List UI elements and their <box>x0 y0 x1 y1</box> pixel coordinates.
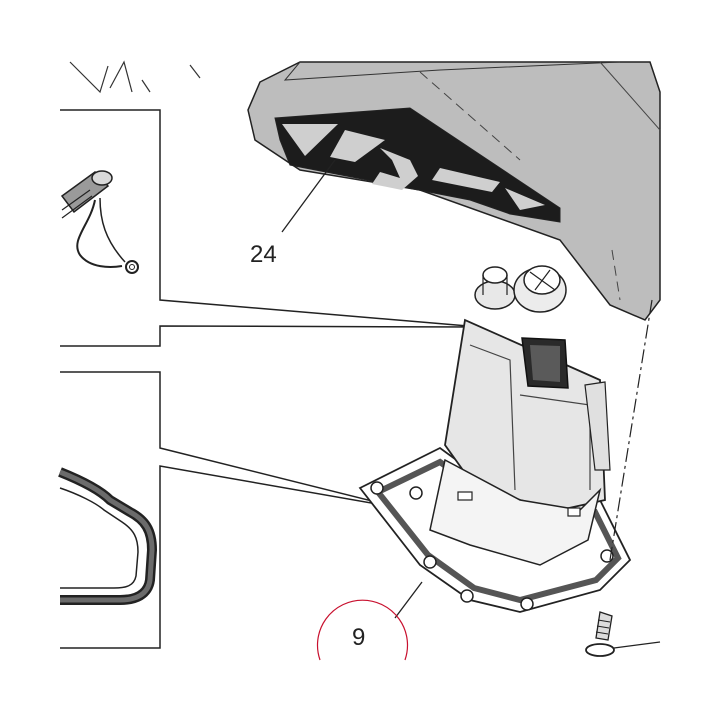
pump-electrical-connector <box>521 337 569 389</box>
ground-wire <box>76 199 123 268</box>
leader-lines <box>281 159 423 619</box>
callout-24: 24 <box>250 241 277 268</box>
detail-frame-gasket <box>58 371 401 649</box>
fuel-pump-assembly <box>358 265 632 613</box>
tank-decal-text: S1 <box>400 199 402 201</box>
flange-bolt-holes <box>370 481 614 611</box>
pump-regulator-cap <box>513 265 567 313</box>
connector-plug <box>60 170 113 219</box>
background-sketch-lines <box>69 60 201 94</box>
gasket-detail <box>58 467 158 605</box>
fuel-tank: S1 <box>247 61 661 321</box>
pump-outlet-fitting <box>474 266 516 310</box>
callout-9: 9 <box>352 624 365 651</box>
callout-highlight-circle <box>316 599 409 661</box>
tank-decal: S1 <box>274 107 561 223</box>
mounting-screw <box>585 299 661 657</box>
